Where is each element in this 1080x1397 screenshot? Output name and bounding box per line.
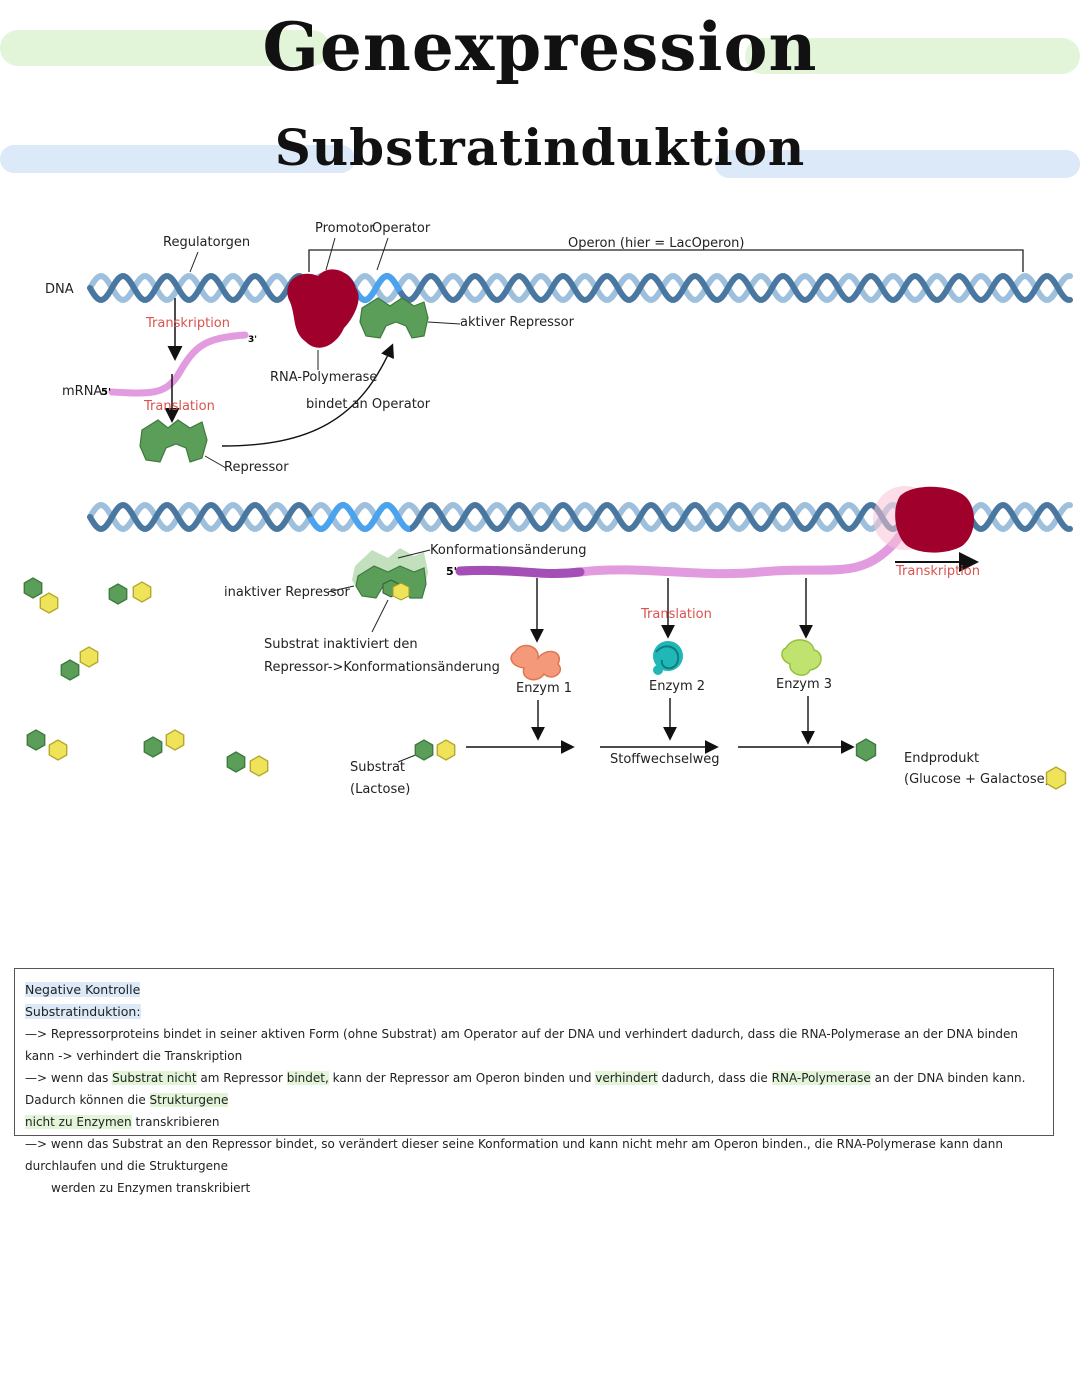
page-title: Genexpression	[262, 8, 818, 86]
enzym2-shape	[653, 641, 683, 675]
inaktiver-repressor-label: inaktiver Repressor	[224, 585, 350, 600]
konformation-pointer	[397, 549, 431, 559]
notes-line-3: —> wenn das Substrat an den Repressor bi…	[25, 1137, 1003, 1173]
glucose-galactose-label: (Glucose + Galactose)	[904, 772, 1050, 787]
repressor-pointer	[204, 455, 227, 469]
inaktiver-pointer	[327, 585, 355, 593]
dna-helix-top	[87, 273, 1073, 303]
rna-polymerase-label: RNA-Polymerase	[270, 370, 377, 385]
active-repressor	[359, 297, 429, 339]
substrat-inaktiviert-line1: Substrat inaktiviert den	[264, 637, 418, 652]
translation-label-top: Translation	[143, 399, 215, 414]
mrna-label: mRNA	[62, 384, 102, 399]
mrna-strand-bottom-start	[455, 565, 585, 579]
promotor-pointer	[325, 237, 336, 271]
mrna-strand	[108, 331, 249, 397]
gene-expression-diagram: DNA Regulatorgen Promotor Operator Opero…	[23, 221, 1073, 797]
notes-box: Negative Kontrolle Substratinduktion: —>…	[14, 968, 1054, 1195]
lactose-molecule-2-glucose	[108, 583, 128, 605]
substrat-label: Substrat	[350, 760, 405, 775]
notes-line-2b: nicht zu Enzymen transkribieren	[25, 1115, 220, 1129]
header-band-green-left	[0, 30, 330, 66]
lactose-molecule-5-galactose	[165, 729, 185, 751]
active-repressor-pointer	[427, 321, 461, 325]
header-band-green-right	[745, 38, 1080, 74]
endprodukt-galactose	[1045, 766, 1067, 790]
bound-substrate-galactose	[392, 582, 410, 601]
konformation-label: Konformationsänderung	[430, 543, 587, 558]
operator-label: Operator	[372, 221, 431, 236]
rna-polymerase-top	[287, 269, 359, 348]
repressor-label: Repressor	[224, 460, 289, 475]
transkription-label-top: Transkription	[145, 316, 230, 331]
mrna-5-label: 5'	[101, 387, 111, 398]
notes-line-1: —> Repressorproteins bindet in seiner ak…	[25, 1027, 1019, 1063]
transkription-label-bottom: Transkription	[895, 564, 980, 579]
lactose-molecule-3-galactose	[79, 646, 99, 668]
endprodukt-glucose	[855, 738, 877, 762]
dna-top-strand	[87, 273, 1073, 303]
stoffwechselweg-label: Stoffwechselweg	[610, 752, 720, 767]
regulatorgen-pointer	[189, 251, 199, 273]
lactose-molecule-7-glucose	[414, 739, 434, 761]
aktiver-repressor-label: aktiver Repressor	[460, 315, 575, 330]
endprodukt-label: Endprodukt	[904, 751, 979, 766]
lactose-molecule-5-glucose	[143, 736, 163, 758]
notes-line-3b: werden zu Enzymen transkribiert	[51, 1181, 251, 1195]
repressor-free	[139, 419, 208, 463]
substrat-text-pointer	[371, 599, 389, 633]
enzym1-shape	[510, 644, 562, 681]
dna-label: DNA	[45, 282, 74, 297]
lactose-molecule-3-glucose	[60, 659, 80, 681]
enzym1-label: Enzym 1	[516, 681, 572, 696]
promotor-label: Promotor	[315, 221, 375, 236]
regulatorgen-label: Regulatorgen	[163, 235, 250, 250]
lactose-molecule-4-glucose	[26, 729, 46, 751]
enzym2-label: Enzym 2	[649, 679, 705, 694]
enzym3-label: Enzym 3	[776, 677, 832, 692]
header-band-blue-right	[715, 150, 1080, 178]
lactose-molecule-1-glucose	[23, 577, 43, 599]
substrat-inaktiviert-line2: Repressor->Konformationsänderung	[264, 660, 500, 675]
operator-pointer	[376, 237, 389, 271]
substrate-molecules	[23, 577, 1067, 790]
notes-line-2: —> wenn das Substrat nicht am Repressor …	[25, 1071, 1026, 1107]
lactose-molecule-6-galactose	[249, 755, 269, 777]
operon-label: Operon (hier = LacOperon)	[568, 236, 744, 251]
five-prime-bottom: 5'	[446, 565, 457, 578]
page-subtitle: Substratinduktion	[274, 118, 806, 177]
lactose-molecule-2-galactose	[132, 581, 152, 603]
bindet-label: bindet an Operator	[306, 397, 431, 412]
dna-bottom-operator-segment	[307, 502, 410, 532]
lactose-molecule-6-glucose	[226, 751, 246, 773]
enzym3-shape	[781, 639, 822, 676]
notes-subheading: Substratinduktion:	[25, 1004, 141, 1019]
header-band-blue-left	[0, 145, 355, 173]
mrna-3-label: 3'	[248, 335, 257, 345]
translation-label-bottom: Translation	[640, 607, 712, 622]
notes-heading: Negative Kontrolle	[25, 982, 141, 997]
lactose-label: (Lactose)	[350, 782, 410, 797]
lactose-molecule-7-galactose	[436, 739, 456, 761]
rna-polymerase-bottom	[895, 486, 974, 553]
lactose-molecule-4-galactose	[48, 739, 68, 761]
dna-top-strand	[87, 273, 1073, 303]
bind-arrow	[221, 343, 394, 447]
lactose-molecule-1-galactose	[39, 592, 59, 614]
operon-bracket	[308, 249, 1024, 272]
